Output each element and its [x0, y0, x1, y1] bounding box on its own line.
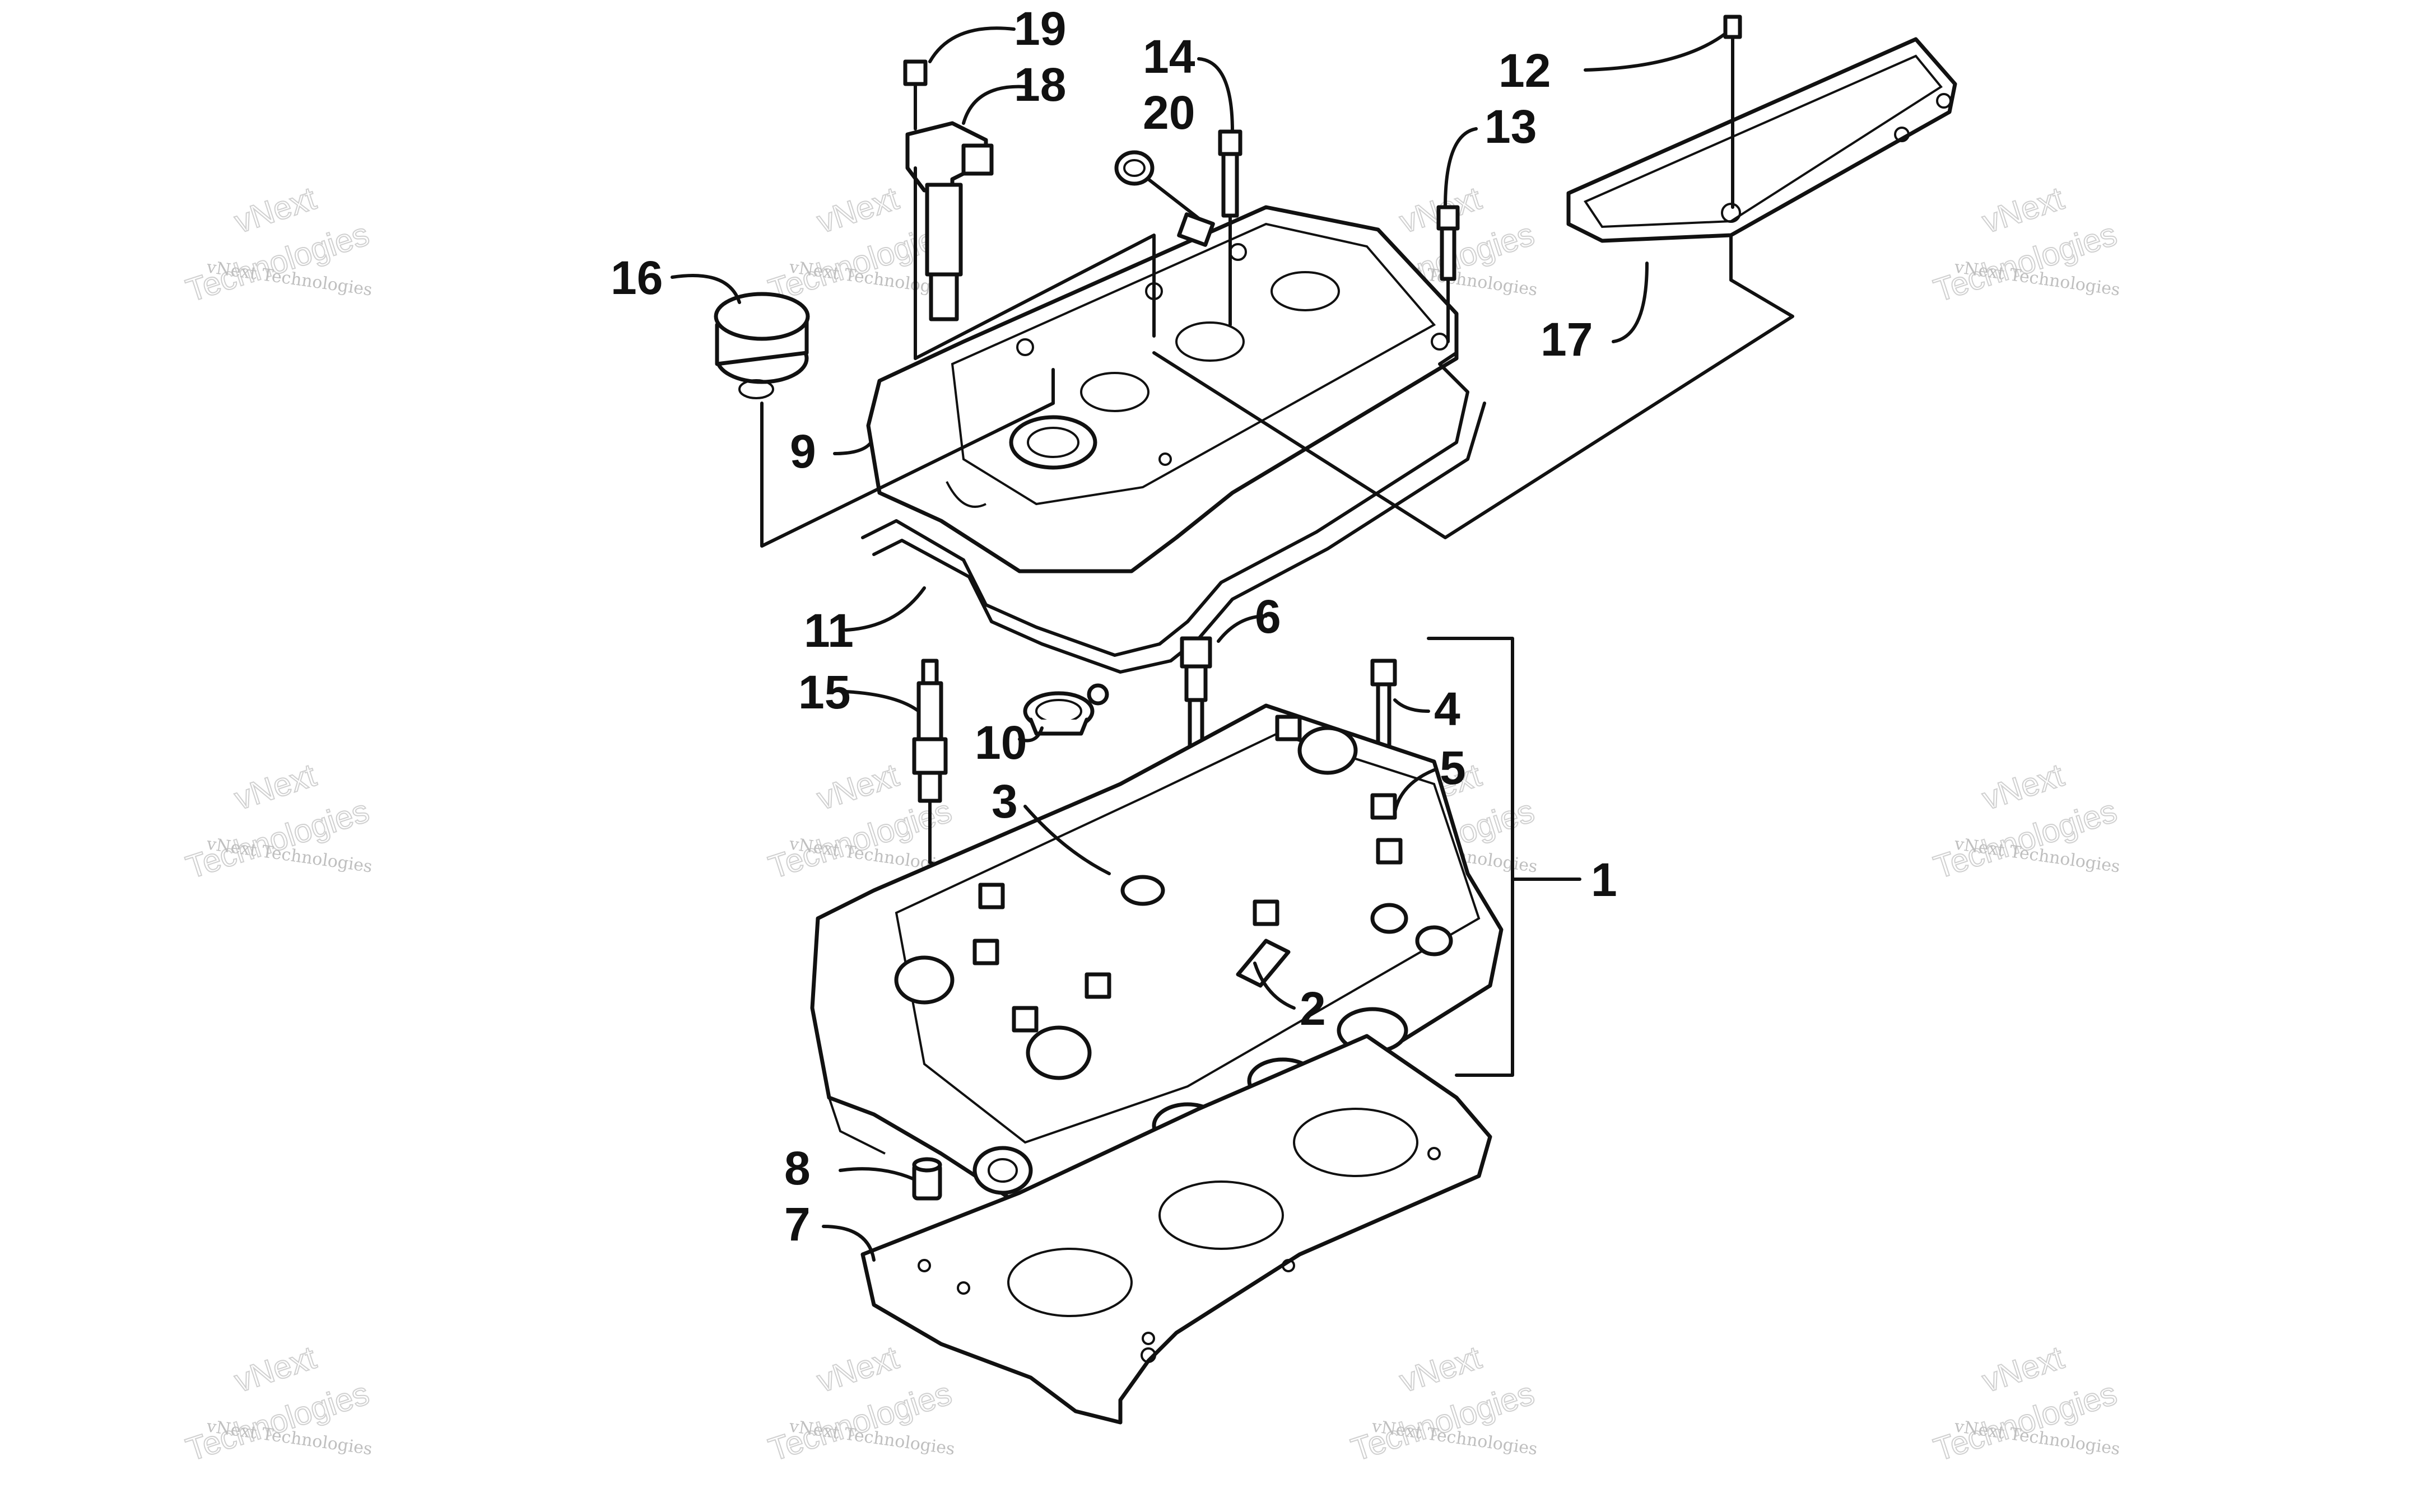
callout-8: 8	[784, 1142, 811, 1194]
callout-11: 11	[804, 604, 854, 657]
watermark: vNext Technologies vNext Technologies	[181, 756, 374, 886]
callout-12: 12	[1498, 44, 1551, 97]
watermark: vNext Technologies vNext Technologies	[1346, 1338, 1539, 1468]
callout-17: 17	[1541, 313, 1593, 366]
callout-1: 1	[1591, 853, 1617, 906]
ignition-coil-icon	[905, 121, 994, 321]
watermark: vNext Technologies vNext Technologies	[1929, 1338, 2121, 1468]
assembly-leader-line	[1152, 234, 1794, 539]
bracket-line	[1427, 637, 1514, 1077]
watermark-big-1: vNext	[1978, 180, 2068, 240]
callout-2: 2	[1300, 982, 1326, 1035]
callout-20: 20	[1143, 86, 1195, 139]
valve-cover-icon	[866, 205, 1459, 573]
watermark-big-1: vNext	[230, 180, 320, 240]
assembly-leader-line	[760, 368, 1055, 548]
watermark-big-1: vNext	[230, 757, 320, 817]
callouts: 1 2 3 4 5 6 7 8 9 10 11 12 13 14 15 16 1…	[611, 2, 1617, 1250]
watermark: vNext Technologies vNext Technologies	[1929, 179, 2121, 309]
valve-cover-gasket-icon	[861, 351, 1486, 674]
bolt-4-icon	[1370, 659, 1397, 748]
callout-15: 15	[798, 666, 850, 718]
watermark-big-1: vNext	[813, 180, 903, 240]
callout-4: 4	[1434, 683, 1460, 735]
bolt-19-icon	[903, 59, 928, 360]
callout-leaders	[671, 26, 1727, 1262]
seal-10-icon	[1023, 683, 1109, 736]
watermark: vNext Technologies vNext Technologies	[764, 1338, 956, 1468]
callout-19: 19	[1014, 2, 1066, 55]
callout-13: 13	[1484, 100, 1537, 153]
callout-16: 16	[611, 251, 663, 304]
callout-14: 14	[1143, 30, 1195, 83]
bolt-14-icon	[1218, 129, 1242, 326]
cover-plate-icon	[1566, 37, 1957, 243]
callout-6: 6	[1255, 590, 1281, 643]
head-gasket-icon	[860, 1034, 1492, 1425]
watermark-big-1: vNext	[813, 757, 903, 817]
dowel-pin-icon	[912, 1157, 942, 1201]
watermark-big-1: vNext	[230, 1339, 320, 1399]
callout-10: 10	[975, 716, 1027, 769]
screw-12-icon	[1723, 15, 1742, 209]
assembly-leader-line	[914, 234, 1156, 360]
callout-3: 3	[992, 775, 1018, 828]
watermark-big-1: vNext	[1978, 1339, 2068, 1399]
watermark-big-1: vNext	[813, 1339, 903, 1399]
callout-9: 9	[790, 425, 816, 478]
watermark: vNext Technologies vNext Technologies	[1929, 756, 2121, 886]
cylinder-head-icon	[810, 703, 1504, 1268]
watermark: vNext Technologies vNext Technologies	[181, 179, 374, 309]
hose-clamp-icon	[1114, 150, 1215, 247]
watermark: vNext Technologies vNext Technologies	[181, 1338, 374, 1468]
callout-5: 5	[1440, 741, 1466, 794]
callout-7: 7	[784, 1198, 811, 1250]
bolt-13-icon	[1436, 205, 1460, 343]
callout-18: 18	[1014, 58, 1066, 111]
oil-filler-cap-icon	[714, 292, 810, 399]
watermark-big-1: vNext	[1395, 1339, 1486, 1399]
watermark-big-1: vNext	[1978, 757, 2068, 817]
